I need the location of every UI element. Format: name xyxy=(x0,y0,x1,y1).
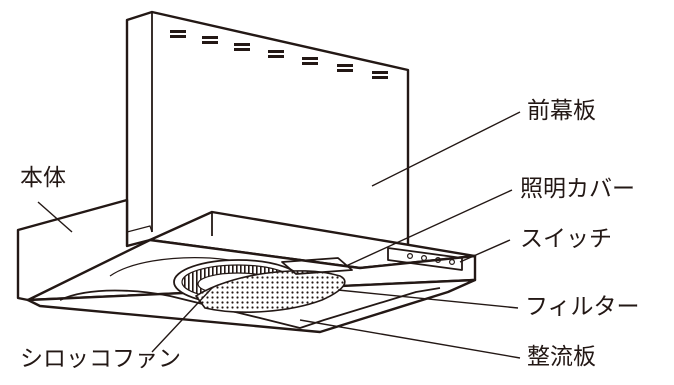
label-filter: フィルター xyxy=(525,294,640,320)
label-front-panel: 前幕板 xyxy=(527,98,596,124)
label-sirocco-fan: シロッコファン xyxy=(20,346,181,372)
leader-sirocco-fan xyxy=(151,287,213,353)
filter xyxy=(194,270,346,313)
leader-rectifier-plate xyxy=(299,319,521,359)
leader-front-panel xyxy=(371,111,521,187)
switch-panel xyxy=(387,247,463,271)
vent-slits xyxy=(170,30,388,79)
label-switch: スイッチ xyxy=(520,226,612,252)
label-rectifier-plate: 整流板 xyxy=(527,344,596,370)
front-panel xyxy=(125,10,410,248)
light-cover xyxy=(281,257,353,275)
label-body: 本体 xyxy=(20,165,66,191)
leader-switch xyxy=(459,239,511,263)
leader-light-cover xyxy=(345,189,513,267)
label-light-cover: 照明カバー xyxy=(520,176,635,202)
leader-filter xyxy=(337,289,519,309)
leader-body xyxy=(37,201,73,233)
